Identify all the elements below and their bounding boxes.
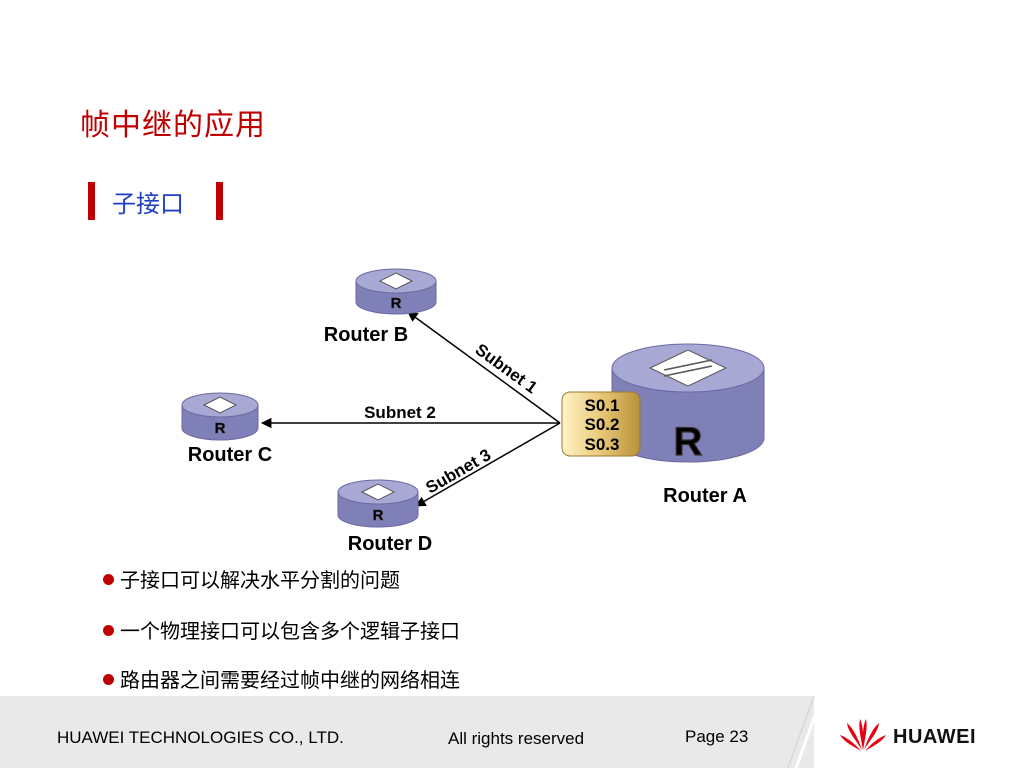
router-c-badge: R [215, 420, 226, 437]
router-d-label: Router D [348, 533, 432, 555]
slide-title: 帧中继的应用 [80, 108, 266, 143]
interface-s0-3: S0.3 [585, 435, 620, 454]
router-a-arrows-icon [648, 349, 728, 387]
bullet-item: 路由器之间需要经过帧中继的网络相连 [103, 664, 460, 693]
footer-rights: All rights reserved [448, 729, 585, 748]
footer-page-number: Page 23 [685, 727, 749, 746]
huawei-petal-logo-icon [840, 719, 886, 751]
bullet-dot-icon [103, 625, 114, 636]
router-d-arrows-icon [360, 483, 396, 501]
bullet-item: 子接口可以解决水平分割的问题 [103, 564, 400, 593]
router-c: R [181, 392, 259, 441]
router-b: R [355, 268, 437, 315]
footer: HUAWEI TECHNOLOGIES CO., LTD. All rights… [0, 696, 1024, 768]
frame-relay-diagram: R Router A S0.1 S0.2 S0.3 R Router B R R… [181, 268, 765, 555]
subnet1-label: Subnet 1 [472, 340, 541, 398]
footer-company: HUAWEI TECHNOLOGIES CO., LTD. [57, 728, 344, 747]
subnet3-label: Subnet 3 [423, 445, 495, 497]
router-d-badge: R [373, 507, 384, 524]
link-subnet1 [407, 311, 561, 424]
heading-bar-left [88, 182, 95, 220]
bullet-dot-icon [103, 674, 114, 685]
router-b-arrows-icon [378, 272, 414, 290]
footer-logo-panel [814, 696, 1024, 768]
interface-s0-1: S0.1 [585, 396, 620, 415]
subnet2-label: Subnet 2 [364, 403, 436, 422]
router-d: R [337, 479, 419, 528]
router-a: R [611, 343, 765, 465]
router-a-label: Router A [663, 485, 747, 507]
section-heading-text: 子接口 [112, 190, 184, 218]
router-c-arrows-icon [202, 396, 238, 414]
bullet-item: 一个物理接口可以包含多个逻辑子接口 [103, 615, 460, 644]
link-subnet3 [415, 422, 561, 507]
interface-s0-2: S0.2 [585, 415, 620, 434]
router-a-badge: R [674, 420, 703, 464]
footer-brand: HUAWEI [893, 726, 976, 748]
router-b-badge: R [391, 295, 402, 312]
router-c-label: Router C [188, 444, 272, 466]
bullet-dot-icon [103, 574, 114, 585]
interface-box: S0.1 S0.2 S0.3 [561, 391, 641, 457]
router-b-label: Router B [324, 324, 408, 346]
footer-divider [787, 696, 824, 768]
heading-bar-right [216, 182, 223, 220]
